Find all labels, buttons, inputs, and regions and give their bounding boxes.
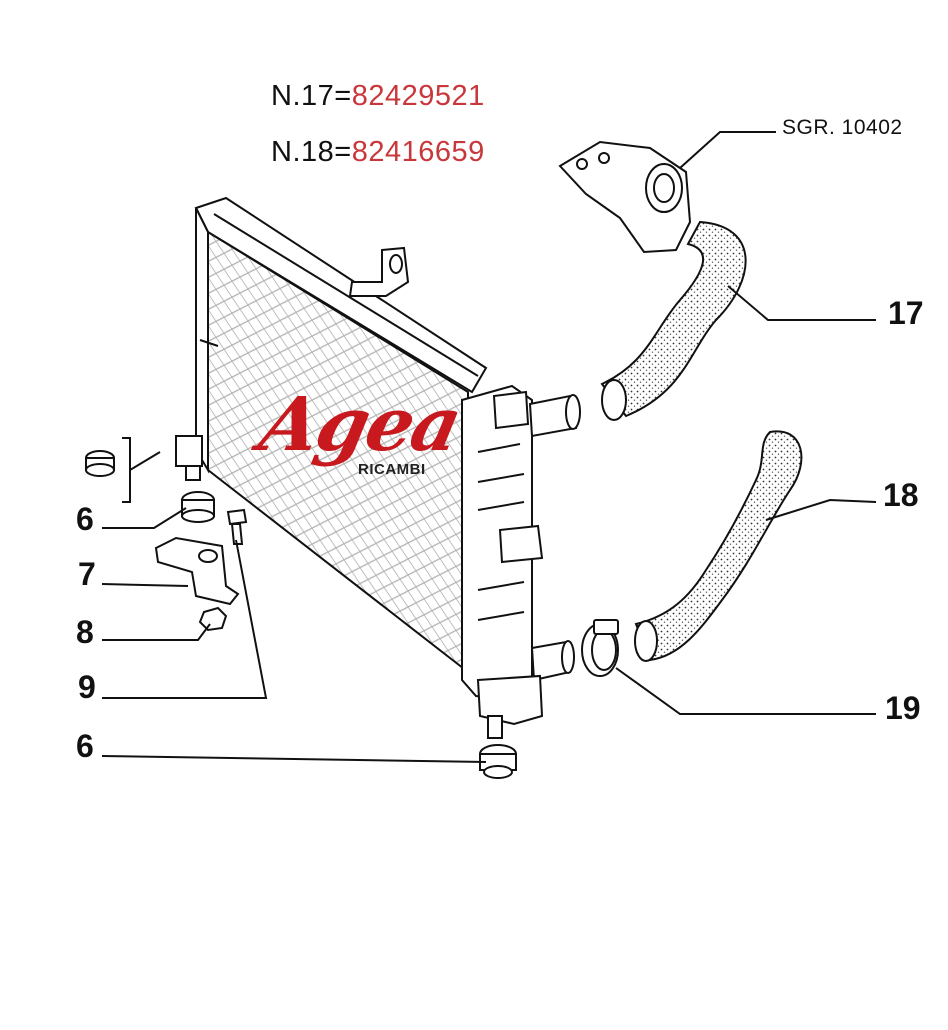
upper-outlet-pipe	[528, 394, 581, 438]
grommet-upper	[85, 450, 115, 477]
radiator-side-tank	[461, 384, 533, 702]
hose-clamp-19	[581, 619, 619, 677]
grommet-6-top	[181, 491, 215, 523]
part-code-17: N.17=82429521	[271, 80, 485, 113]
leader-lines	[101, 131, 877, 763]
part-code-17-number: 82429521	[351, 80, 485, 112]
callout-6-bottom: 6	[76, 728, 94, 764]
sgr-reference-label: SGR. 10402	[782, 116, 903, 139]
radiator-left-foot	[175, 435, 203, 481]
thermostat-housing	[558, 140, 692, 254]
part-code-18: N.18=82416659	[271, 136, 485, 169]
callout-18: 18	[883, 477, 919, 513]
nut-8	[198, 606, 228, 632]
callout-9: 9	[78, 669, 96, 705]
hose-18	[634, 430, 803, 662]
agea-logo-subtitle: RICAMBI	[358, 461, 426, 478]
callout-8: 8	[76, 614, 94, 650]
mount-bracket-7	[154, 536, 240, 606]
callout-17: 17	[888, 295, 924, 331]
part-code-18-number: 82416659	[351, 136, 485, 168]
lower-outlet-pipe	[530, 640, 575, 682]
callout-7: 7	[78, 556, 96, 592]
grommet-6-bottom	[479, 744, 517, 779]
bolt-9	[226, 508, 248, 545]
tank-bulge	[498, 524, 544, 564]
top-mount-bracket	[348, 246, 410, 297]
callout-19: 19	[885, 690, 921, 726]
hose-17	[600, 220, 747, 421]
tank-bottom-foot	[476, 674, 544, 739]
callout-6-top: 6	[76, 501, 94, 537]
part-code-18-prefix: N.18=	[271, 136, 352, 168]
part-code-17-prefix: N.17=	[271, 80, 352, 112]
agea-logo: Agea	[252, 382, 468, 468]
bracket-brace	[122, 437, 161, 503]
